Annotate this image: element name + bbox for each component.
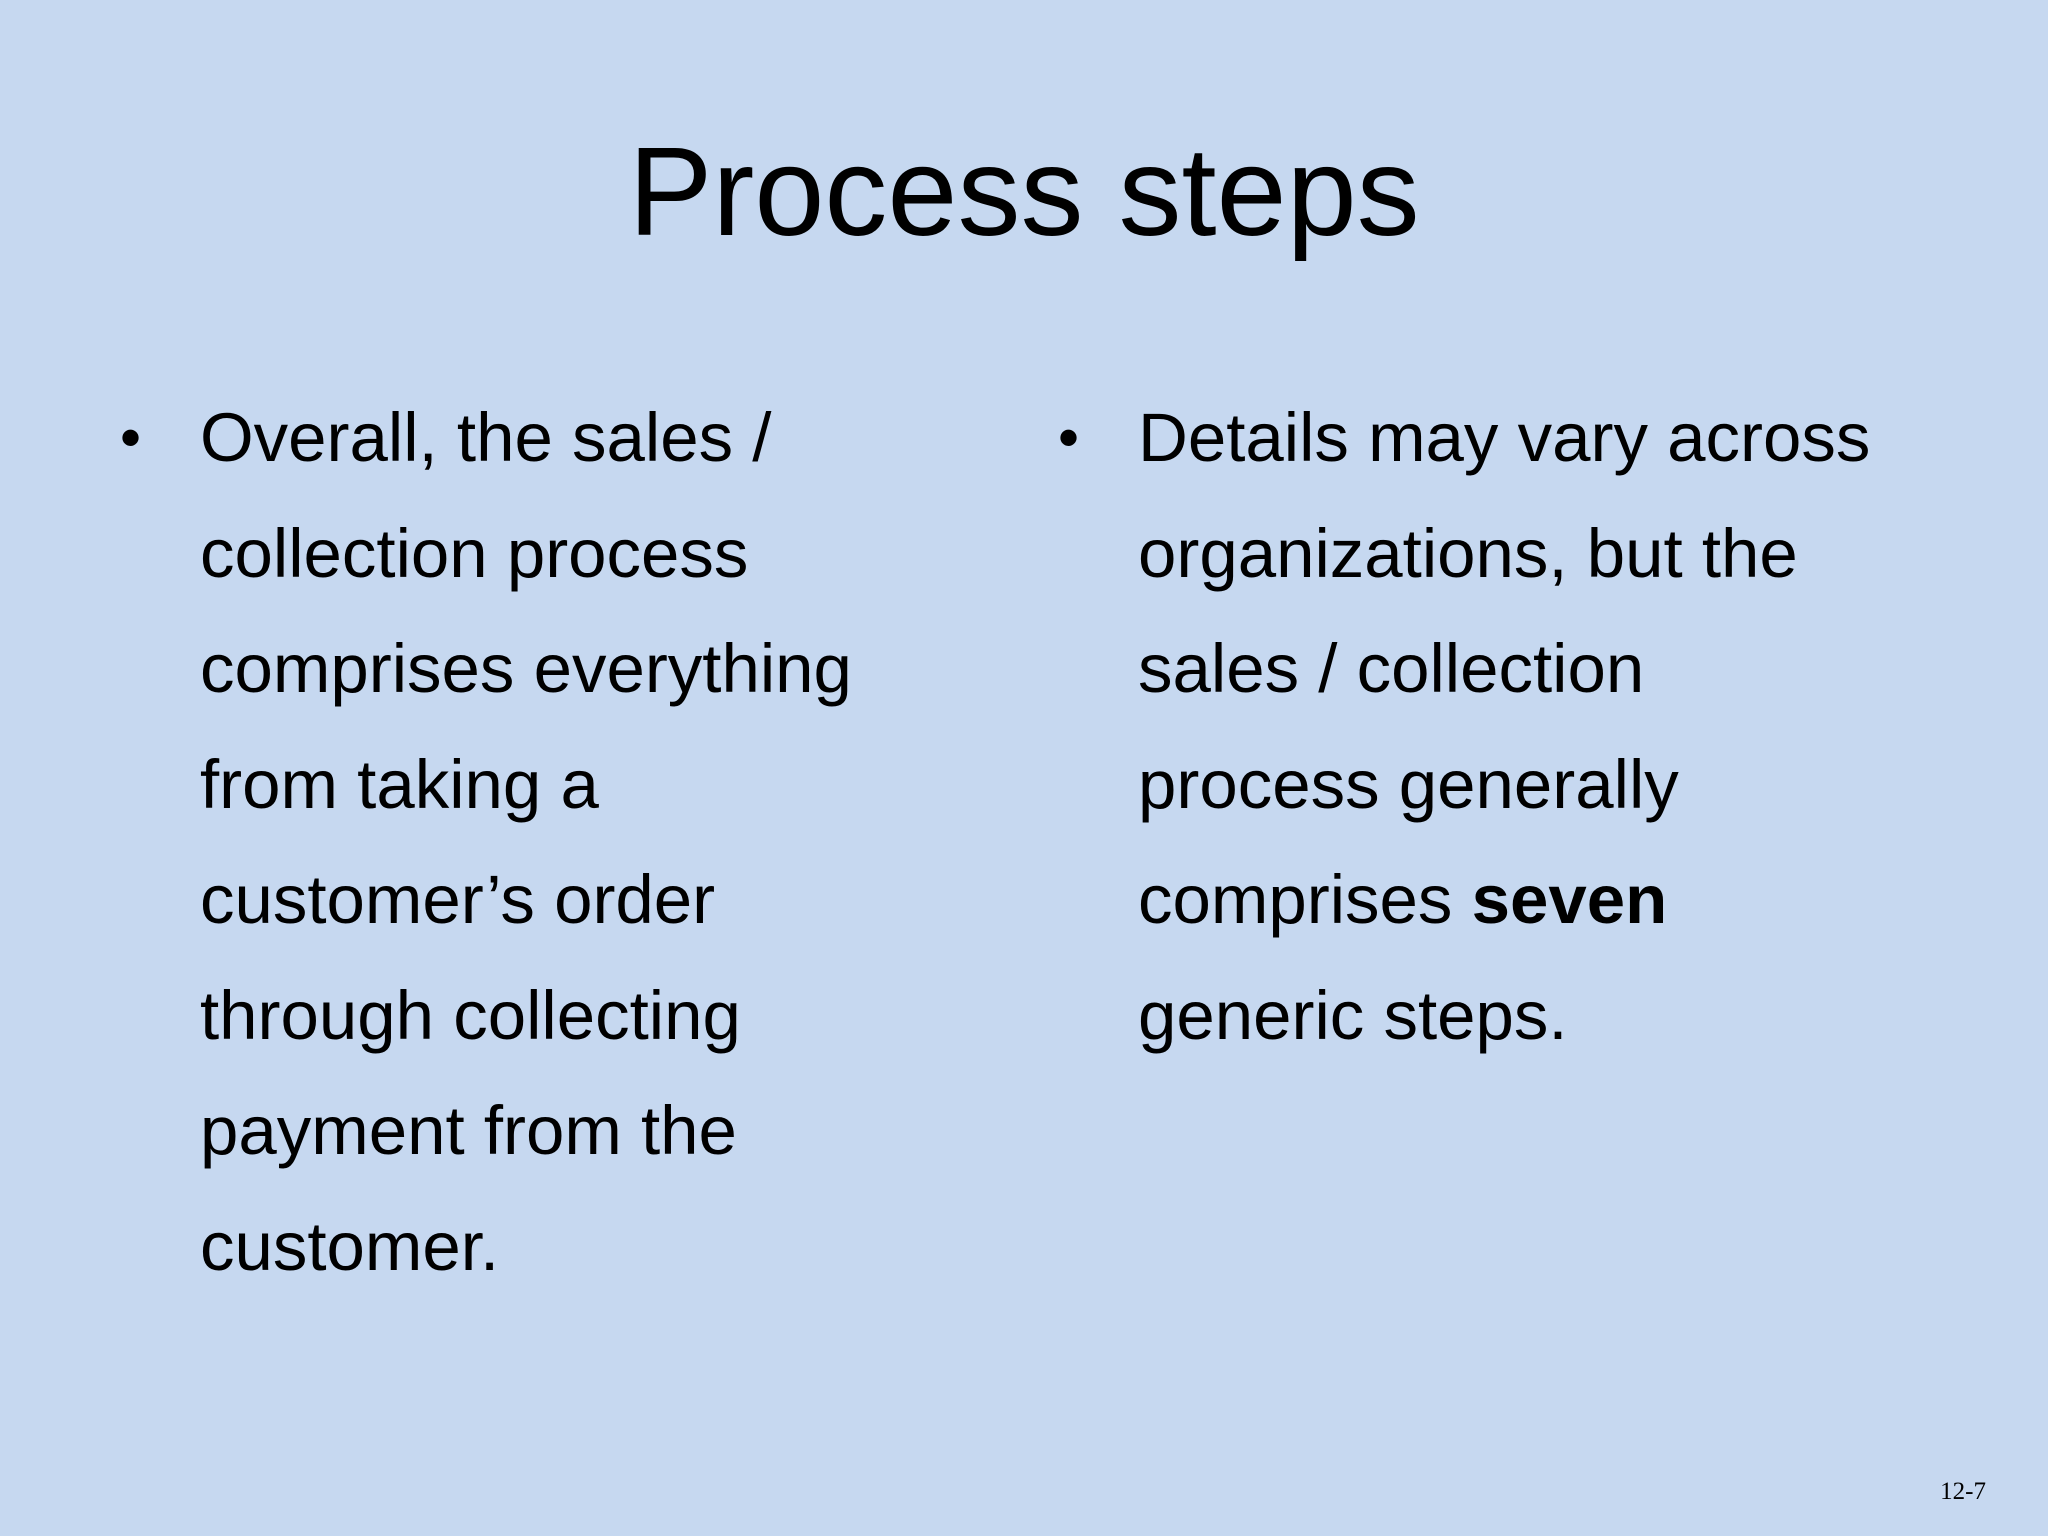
text-line: comprises everything — [200, 630, 852, 707]
text-normal: comprises — [1138, 861, 1472, 938]
text-line: comprises seven — [1138, 842, 1998, 958]
bullet-dot-icon: • — [120, 404, 142, 471]
text-line: from taking a — [200, 745, 599, 823]
text-line: customer’s order — [200, 861, 716, 938]
bullet-text-right: Details may vary across organizations, b… — [1138, 380, 1998, 1073]
bullet-item-right: • Details may vary across organizations,… — [1058, 380, 1998, 1073]
text-line: customer. — [200, 1207, 500, 1285]
text-line: payment from the — [200, 1092, 737, 1169]
text-line: sales / collection — [1138, 630, 1645, 707]
emphasis-seven: seven — [1471, 861, 1668, 938]
text-line: Details may vary across — [1138, 399, 1871, 476]
text-line: organizations, but the — [1138, 514, 1798, 592]
text-line: Overall, the sales / — [200, 399, 772, 476]
bullet-item-left: • Overall, the sales / collection proces… — [120, 380, 980, 1304]
page-number: 12-7 — [1940, 1478, 1986, 1505]
text-line: collection process — [200, 514, 749, 592]
bullet-dot-icon: • — [1058, 404, 1080, 471]
text-line: generic steps. — [1138, 976, 1568, 1054]
slide-title: Process steps — [628, 121, 1420, 262]
right-column: • Details may vary across organizations,… — [1058, 380, 1998, 1073]
text-line: process generally — [1138, 745, 1679, 823]
bullet-text-left: Overall, the sales / collection process … — [200, 380, 1020, 1304]
text-line: through collecting — [200, 976, 741, 1054]
left-column: • Overall, the sales / collection proces… — [120, 380, 980, 1304]
